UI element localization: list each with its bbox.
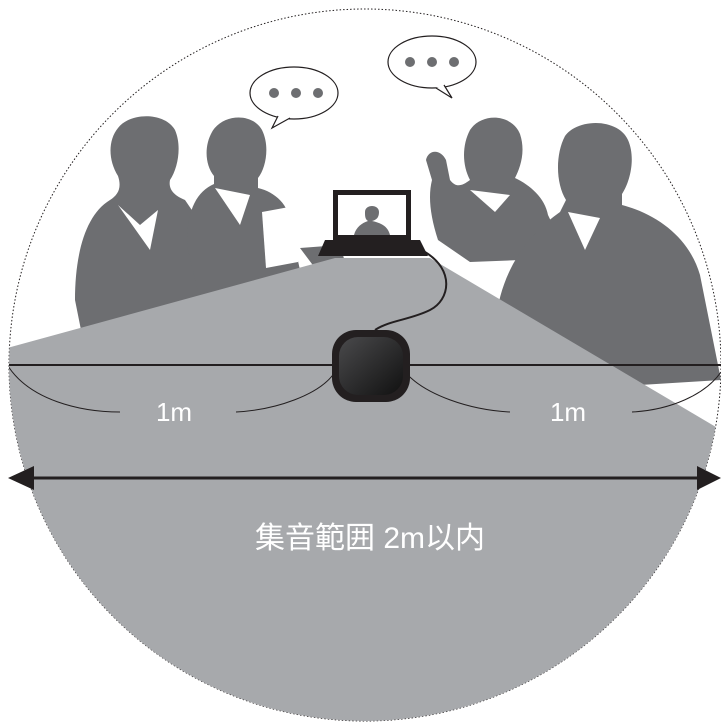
- person-right-woman: [426, 117, 560, 262]
- speakerphone-icon: [332, 330, 410, 402]
- measure-curve-right-outer: [631, 371, 721, 413]
- measure-curve-left-inner: [235, 371, 336, 413]
- speech-bubble-icon: [249, 66, 339, 130]
- speech-bubble-icon: [387, 35, 477, 99]
- person-right-man: [496, 122, 721, 385]
- arrow-right-icon: [697, 466, 721, 490]
- pickup-range-label: 集音範囲 2m以内: [255, 522, 485, 555]
- measure-curve-left-outer: [9, 365, 121, 413]
- laptop-icon: [318, 190, 428, 256]
- pickup-area: [9, 258, 721, 721]
- arrow-left-icon: [8, 466, 34, 490]
- left-distance-label: 1m: [156, 397, 192, 427]
- cable: [374, 251, 448, 331]
- right-distance-label: 1m: [550, 397, 586, 427]
- measure-curve-right-inner: [404, 371, 511, 413]
- clothing-details: [118, 188, 600, 268]
